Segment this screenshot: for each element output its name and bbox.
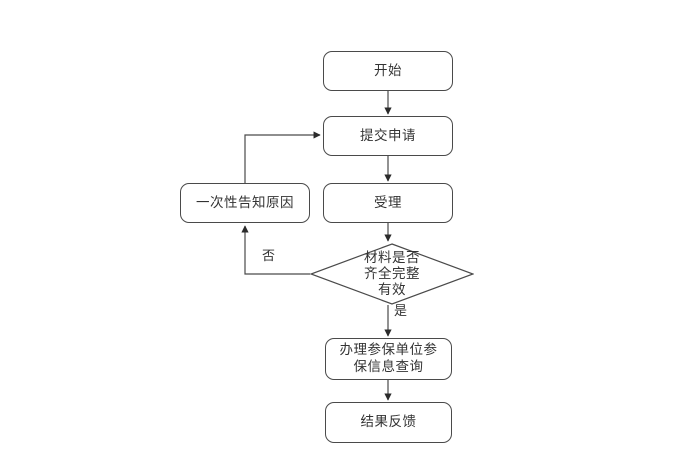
node-accept-label: 受理 <box>374 194 402 211</box>
node-query-insured-unit-info-label: 办理参保单位参 保信息查询 <box>339 342 438 375</box>
node-submit-application[interactable]: 提交申请 <box>323 116 453 156</box>
node-accept[interactable]: 受理 <box>323 183 453 223</box>
diamond-shape <box>310 243 474 305</box>
edge-notify-to-submit <box>244 131 321 183</box>
node-result-feedback-label: 结果反馈 <box>360 414 417 430</box>
node-start[interactable]: 开始 <box>323 51 453 91</box>
node-one-time-notify-reason[interactable]: 一次性告知原因 <box>180 183 310 223</box>
node-start-label: 开始 <box>374 62 402 79</box>
node-query-insured-unit-info[interactable]: 办理参保单位参 保信息查询 <box>325 338 452 380</box>
edge-decision-no-to-notify <box>241 225 310 275</box>
node-result-feedback[interactable]: 结果反馈 <box>325 402 452 443</box>
edge-label-no: 否 <box>262 249 276 264</box>
node-materials-complete-decision-label: 材料是否 齐全完整 有效 <box>364 250 420 298</box>
node-submit-application-label: 提交申请 <box>360 127 416 144</box>
edge-label-yes: 是 <box>394 304 408 319</box>
node-materials-complete-decision[interactable]: 材料是否 齐全完整 有效 <box>310 243 474 305</box>
node-one-time-notify-reason-label: 一次性告知原因 <box>196 194 294 211</box>
